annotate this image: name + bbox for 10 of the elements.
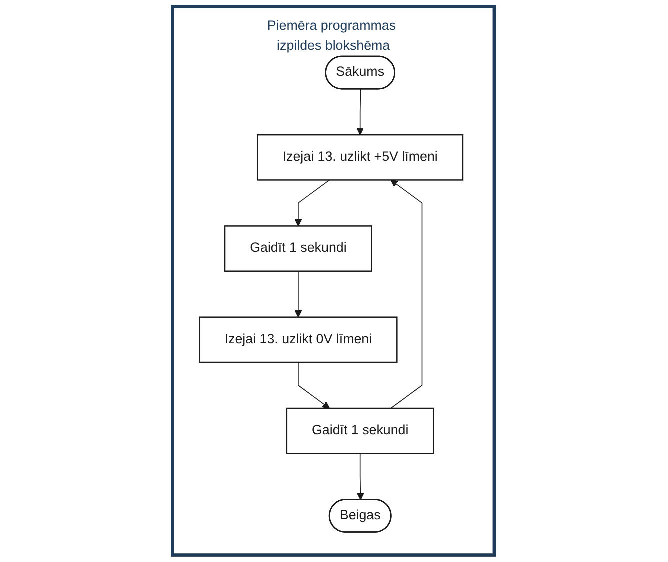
- arrow: [298, 362, 330, 409]
- arrow: [357, 89, 364, 136]
- node-box: Izejai 13. uzlikt +5V līmeni: [258, 134, 464, 181]
- arrow: [391, 180, 424, 409]
- arrow: [295, 180, 331, 227]
- arrow: [357, 453, 365, 500]
- node-box: Gaidīt 1 sekundi: [286, 408, 435, 454]
- node-box: Izejai 13. uzlikt 0V līmeni: [200, 316, 398, 364]
- arrow: [295, 270, 303, 318]
- node-box: Gaidīt 1 sekundi: [224, 226, 373, 272]
